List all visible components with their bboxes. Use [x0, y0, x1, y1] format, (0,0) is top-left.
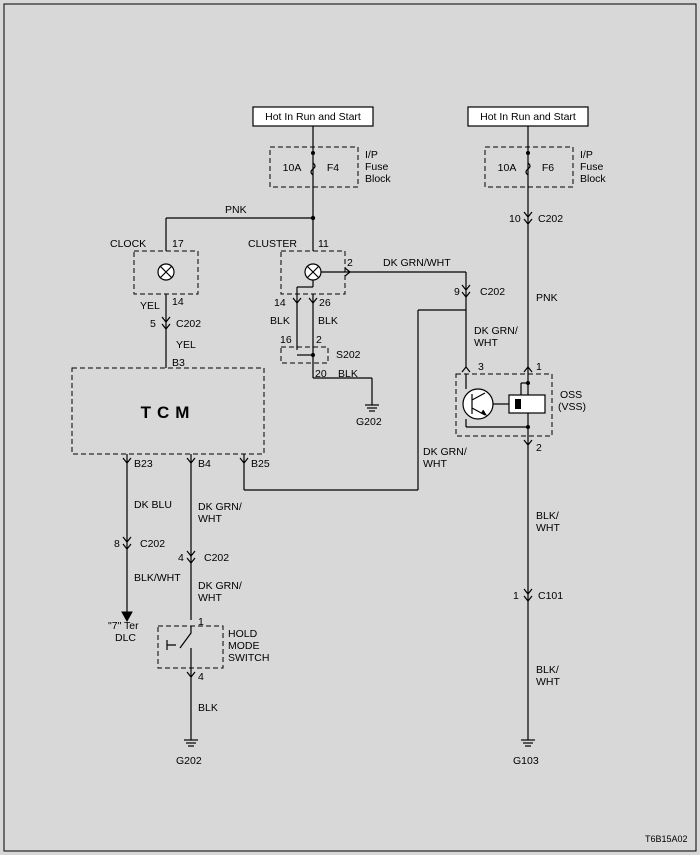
svg-text:DK GRN/: DK GRN/ [198, 580, 242, 592]
svg-text:WHT: WHT [198, 513, 222, 525]
svg-text:Block: Block [365, 173, 391, 185]
svg-text:C202: C202 [538, 213, 563, 225]
svg-text:PNK: PNK [536, 292, 558, 304]
diagram-id: T6B15A02 [645, 834, 688, 844]
svg-text:BLK: BLK [198, 702, 218, 714]
svg-text:16: 16 [280, 334, 292, 346]
splice-s202 [280, 346, 329, 364]
svg-text:WHT: WHT [423, 458, 447, 470]
svg-text:WHT: WHT [536, 676, 560, 688]
sheet-frame [3, 3, 697, 852]
svg-text:B23: B23 [134, 458, 153, 470]
fuse-f6: 10A F6 I/P Fuse Block [484, 146, 606, 188]
svg-text:YEL: YEL [176, 339, 196, 351]
svg-text:2: 2 [536, 442, 542, 454]
svg-text:BLK: BLK [270, 315, 290, 327]
svg-text:I/P: I/P [580, 149, 593, 161]
clock-label: CLOCK [110, 238, 146, 250]
svg-text:10A: 10A [498, 162, 517, 174]
svg-text:Block: Block [580, 173, 606, 185]
svg-text:10A: 10A [283, 162, 302, 174]
svg-text:B4: B4 [198, 458, 211, 470]
svg-text:WHT: WHT [536, 522, 560, 534]
svg-text:9: 9 [454, 286, 460, 298]
svg-text:F4: F4 [327, 162, 339, 174]
svg-text:DK BLU: DK BLU [134, 499, 172, 511]
svg-text:DK GRN/: DK GRN/ [423, 446, 467, 458]
svg-text:BLK/: BLK/ [536, 664, 559, 676]
svg-text:F6: F6 [542, 162, 554, 174]
svg-text:5: 5 [150, 318, 156, 330]
svg-text:14: 14 [274, 297, 286, 309]
svg-text:1: 1 [536, 361, 542, 373]
ground-g103: G103 [513, 755, 539, 767]
oss-sensor [455, 373, 553, 437]
svg-text:B25: B25 [251, 458, 270, 470]
svg-text:DK GRN/: DK GRN/ [198, 501, 242, 513]
svg-text:1: 1 [198, 616, 204, 628]
svg-text:WHT: WHT [198, 592, 222, 604]
dlc-label: "7" Ter [108, 620, 139, 632]
cluster-label: CLUSTER [248, 238, 297, 250]
svg-text:8: 8 [114, 538, 120, 550]
hold-label: HOLD [228, 628, 258, 640]
svg-text:SWITCH: SWITCH [228, 652, 269, 664]
svg-text:S202: S202 [336, 349, 361, 361]
power-source-left: Hot In Run and Start [252, 106, 374, 127]
svg-text:BLK/WHT: BLK/WHT [134, 572, 181, 584]
svg-text:DK GRN/WHT: DK GRN/WHT [383, 257, 451, 269]
svg-text:4: 4 [198, 671, 204, 683]
svg-text:Hot In Run and Start: Hot In Run and Start [480, 111, 576, 123]
svg-text:10: 10 [509, 213, 521, 225]
svg-text:C202: C202 [176, 318, 201, 330]
clock-lamp [133, 250, 199, 295]
fuse-f4: 10A F4 I/P Fuse Block [269, 146, 391, 188]
svg-text:26: 26 [319, 297, 331, 309]
svg-text:DK GRN/: DK GRN/ [474, 325, 518, 337]
svg-text:C202: C202 [480, 286, 505, 298]
svg-text:DLC: DLC [115, 632, 136, 644]
svg-text:4: 4 [178, 552, 184, 564]
svg-text:C101: C101 [538, 590, 563, 602]
power-source-right: Hot In Run and Start [467, 106, 589, 127]
svg-text:Fuse: Fuse [580, 161, 604, 173]
svg-text:Fuse: Fuse [365, 161, 389, 173]
svg-text:11: 11 [318, 238, 329, 250]
svg-text:BLK: BLK [338, 368, 358, 380]
svg-text:20: 20 [315, 368, 327, 380]
svg-text:I/P: I/P [365, 149, 378, 161]
oss-label: OSS [560, 389, 582, 401]
pin-clock-17: 17 [172, 238, 184, 250]
wire-pnk-top: PNK [225, 204, 247, 216]
svg-text:C202: C202 [204, 552, 229, 564]
svg-text:2: 2 [316, 334, 322, 346]
svg-text:1: 1 [513, 590, 519, 602]
svg-text:TCM: TCM [141, 403, 196, 422]
svg-text:BLK: BLK [318, 315, 338, 327]
ground-g202-top: G202 [356, 416, 382, 428]
tcm-module: TCM [71, 367, 265, 455]
svg-text:WHT: WHT [474, 337, 498, 349]
svg-text:3: 3 [478, 361, 484, 373]
svg-text:Hot In Run and Start: Hot In Run and Start [265, 111, 361, 123]
svg-text:MODE: MODE [228, 640, 260, 652]
svg-text:BLK/: BLK/ [536, 510, 559, 522]
svg-text:14: 14 [172, 296, 184, 308]
svg-text:B3: B3 [172, 357, 185, 369]
ground-g202-bottom: G202 [176, 755, 202, 767]
svg-text:YEL: YEL [140, 300, 160, 312]
svg-text:2: 2 [347, 257, 353, 269]
svg-text:C202: C202 [140, 538, 165, 550]
svg-text:(VSS): (VSS) [558, 401, 586, 413]
